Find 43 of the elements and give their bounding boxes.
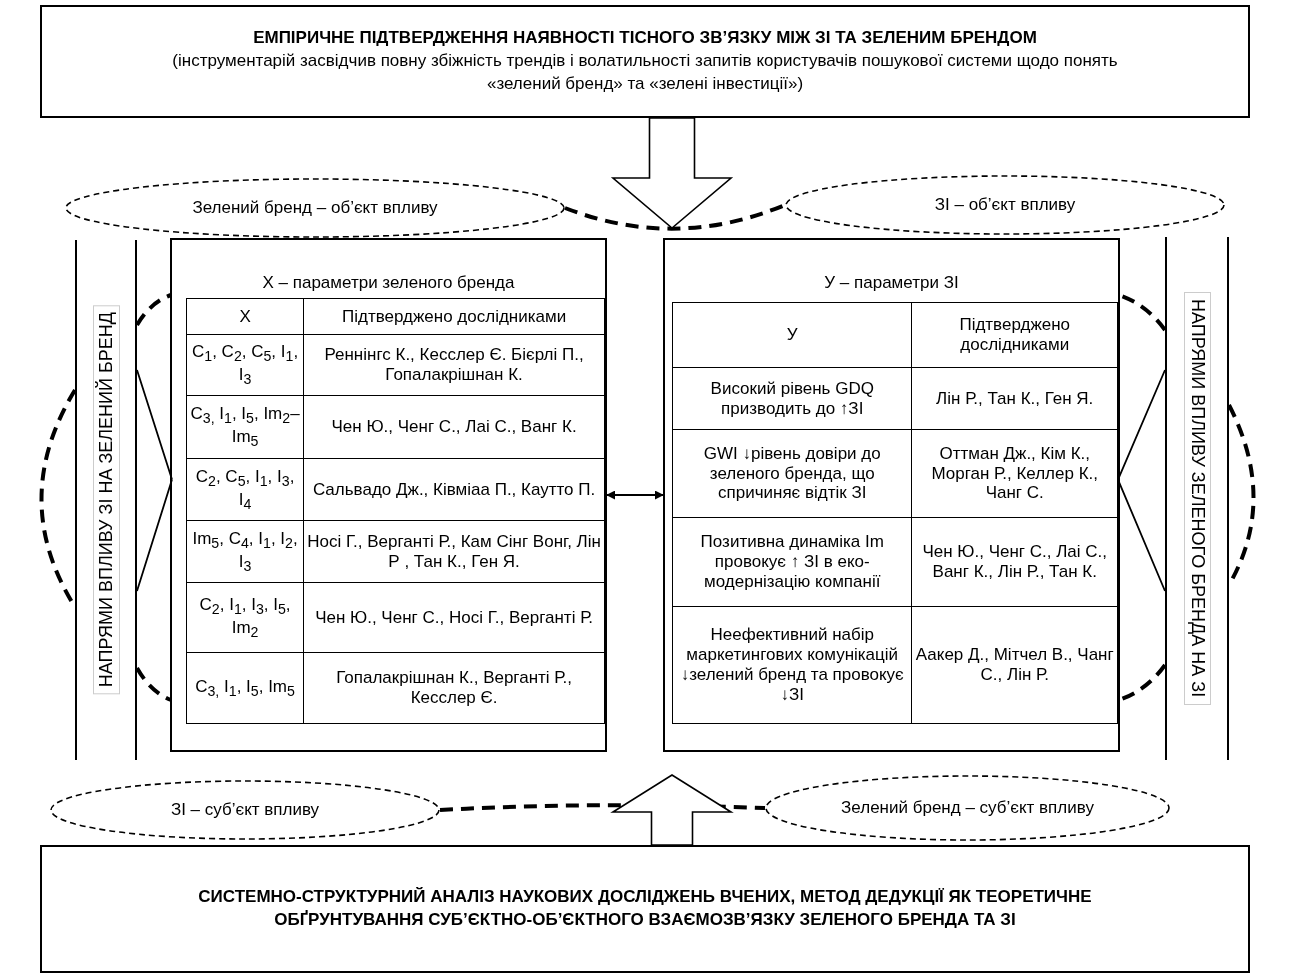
researcher-names: Сальвадо Дж., Ківміаа П., Каутто П.	[303, 458, 605, 521]
double-arrow	[606, 490, 664, 500]
banner-heading: ЕМПІРИЧНЕ ПІДТВЕРДЖЕННЯ НАЯВНОСТІ ТІСНОГО ЗВ’ЯЗКУ МІЖ ЗІ ТА ЗЕЛЕНИМ БРЕНДОМ	[253, 27, 1037, 50]
banner-box	[40, 845, 1250, 973]
effect-description: GWI ↓рівень довіри до зеленого бренда, що спричиняє відтік ЗІ	[672, 429, 912, 518]
researcher-names: Реннінгс К., Кесслер Є. Бієрлі П., Гопалакрішнан К.	[303, 334, 605, 396]
researcher-names: Носі Г., Верганті Р., Кам Сінг Вонг, Лін Р , Тан К., Ген Я.	[303, 520, 605, 583]
parameter-codes: Im$_{5}$, C$_{4}$, I$_{1}$, I$_{2}$, I$_{3}$	[186, 520, 304, 583]
parameter-codes: C$_{2}$, C$_{5}$, I$_{1}$, I$_{3}$, I$_{4}$	[186, 458, 304, 521]
panel-heading: Х – параметри зеленого бренда	[261, 273, 516, 293]
banner-text: (інструментарій засвідчив повну збіжність трендів і волатильності запитів користувачів пошукової системи щодо понять «зелений бренд» та «зелені інвестиції»)	[171, 50, 1119, 95]
researcher-names: Чен Ю., Ченг С., Лаі С., Ванг К.	[303, 395, 605, 459]
researcher-names: Лін Р., Тан К., Ген Я.	[911, 367, 1118, 430]
panel-heading: У – параметри ЗІ	[823, 273, 960, 293]
column-header: Підтверджено дослідниками	[303, 298, 605, 335]
researcher-names: Чен Ю., Ченг С., Носі Г., Верганті Р.	[303, 582, 605, 653]
block-arrow	[610, 117, 734, 230]
column-header: Х	[186, 298, 304, 335]
effect-description: Неефективний набір маркетингових комунікацій ↓зелений бренд та провокує ↓ЗІ	[672, 606, 912, 724]
dashed-line	[564, 203, 786, 231]
effect-description: Позитивна динаміка Im провокує ↑ ЗІ в еко-модернізацію компанії	[672, 517, 912, 607]
banner-heading: СИСТЕМНО-СТРУКТУРНИЙ АНАЛІЗ НАУКОВИХ ДОСЛІДЖЕНЬ ВЧЕНИХ, МЕТОД ДЕДУКЦІЇ ЯК ТЕОРЕТИЧНЕ ОБҐРУНТУВАННЯ СУБ’ЄКТНО-ОБ’ЄКТНОГО ВЗАЄМОЗВ’ЯЗКУ ЗЕЛЕНОГО БРЕНДА ТА ЗІ	[197, 886, 1093, 931]
column-header: У	[672, 302, 912, 368]
effect-description: Високий рівень GDQ призводить до ↑ЗІ	[672, 367, 912, 430]
ellipse-text: ЗІ – об’єкт впливу	[934, 193, 1076, 216]
block-arrow	[610, 774, 734, 846]
panel-frame	[663, 238, 1120, 752]
parameter-codes: C$_{2}$, I$_{1}$, I$_{3}$, I$_{5}$, Im$_{2}$	[186, 582, 304, 653]
ellipse-text: Зелений бренд – суб’єкт впливу	[841, 796, 1094, 819]
column-header: Підтверджено дослідниками	[911, 302, 1118, 368]
researcher-names: Аакер Д., Мітчел В., Чанг С., Лін Р.	[911, 606, 1118, 724]
ellipse-text: Зелений бренд – об’єкт впливу	[192, 196, 438, 219]
researcher-names: Гопалакрішнан К., Верганті Р., Кесслер Є.	[303, 652, 605, 724]
vertical-text: НАПРЯМИ ВПЛИВУ ЗЕЛЕНОГО БРЕНДА НА ЗІ	[1183, 292, 1211, 705]
banner-box	[40, 5, 1250, 118]
parameter-codes: C$_{1}$, C$_{2}$, C$_{5}$, I$_{1}$, I$_{3}$	[186, 334, 304, 396]
panel-frame	[170, 238, 607, 752]
vertical-text: НАПРЯМИ ВПЛИВУ ЗІ НА ЗЕЛЕНИЙ БРЕНД	[92, 305, 120, 695]
researcher-names: Чен Ю., Ченг С., Лаі С., Ванг К., Лін Р., Тан К.	[911, 517, 1118, 607]
researcher-names: Оттман Дж., Кім К., Морган Р., Келлер К., Чанг С.	[911, 429, 1118, 518]
parameter-codes: C$_{3,}$ I$_{1}$, I$_{5}$, Im$_{2}$–Im$_{5}$	[186, 395, 304, 459]
ellipse-text: ЗІ – суб’єкт впливу	[170, 798, 320, 821]
parameter-codes: C$_{3,}$ I$_{1}$, I$_{5}$, Im$_{5}$	[186, 652, 304, 724]
